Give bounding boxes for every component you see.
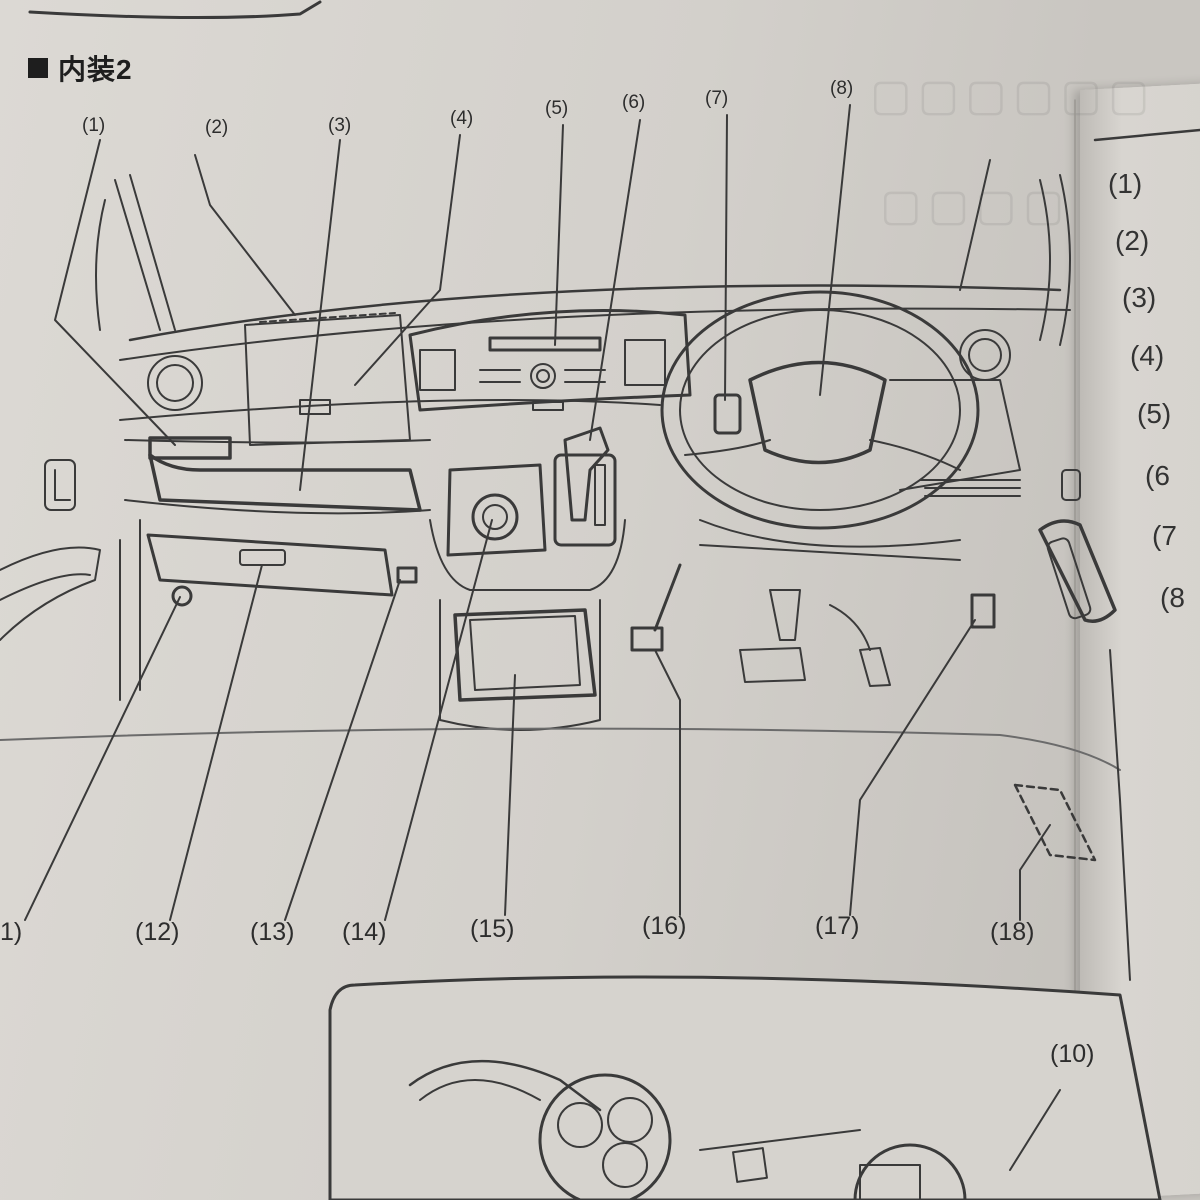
bleed-through-text: ▢▢▢▢▢▢ [870, 70, 1156, 121]
callout-16: (16) [642, 912, 687, 940]
right-list-item-4: (4) [1130, 340, 1165, 371]
callout-14: (14) [342, 918, 387, 946]
right-list-item-5: (5) [1137, 398, 1172, 429]
callout-15: (15) [470, 915, 515, 943]
right-list-item-7: (7 [1152, 520, 1177, 551]
callout-4: (4) [450, 108, 474, 129]
right-list-item-2: (2) [1115, 225, 1150, 256]
section-heading: 内装2 [28, 48, 133, 88]
callout-5: (5) [545, 98, 569, 119]
right-list-item-1: (1) [1108, 168, 1143, 199]
right-list-item-3: (3) [1122, 282, 1157, 313]
right-list-item-6: (6 [1145, 460, 1170, 491]
right-list-item-8: (8 [1160, 582, 1185, 613]
callout-7: (7) [705, 88, 729, 109]
callout-6: (6) [622, 92, 646, 113]
callout-8: (8) [830, 78, 854, 99]
callout-18: (18) [990, 918, 1035, 946]
callout-13: (13) [250, 918, 295, 946]
bleed-through-text: ▢▢▢▢ [880, 180, 1071, 231]
callout-1: (1) [82, 115, 106, 136]
callout-17: (17) [815, 912, 860, 940]
heading-square-icon [28, 58, 48, 78]
callout-12: (12) [135, 918, 180, 946]
callout-2: (2) [205, 117, 229, 138]
heading-text: 内装2 [58, 54, 133, 85]
callout-10: (10) [1050, 1040, 1095, 1068]
callout-11: 1) [0, 918, 23, 946]
callout-3: (3) [328, 115, 352, 136]
